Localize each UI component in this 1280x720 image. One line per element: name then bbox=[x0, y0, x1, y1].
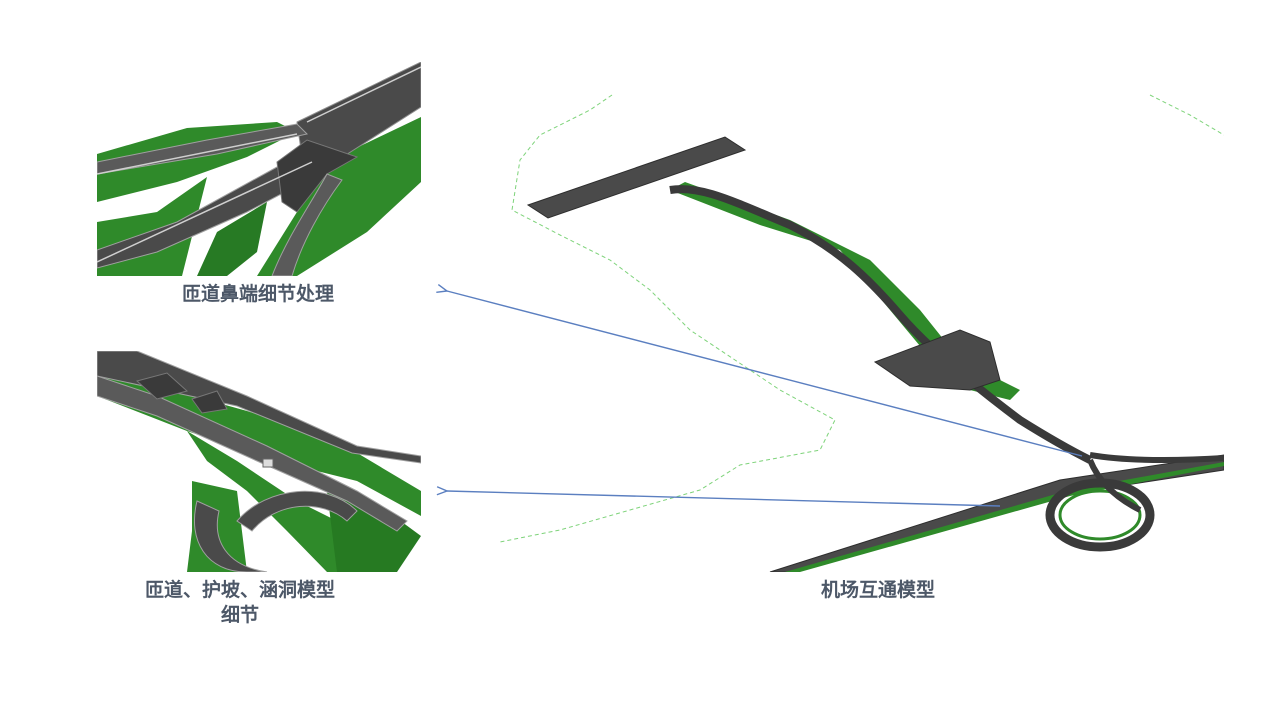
boundary-line-right bbox=[1149, 94, 1224, 136]
caption-ramp-nose: 匝道鼻端细节处理 bbox=[181, 283, 334, 305]
nose-triangle bbox=[191, 390, 228, 414]
edge-line bbox=[97, 161, 313, 263]
ramp-slope-culvert-render bbox=[97, 351, 421, 572]
ramp-upper-left bbox=[97, 123, 308, 175]
connector-road bbox=[669, 185, 1092, 464]
loop-ramp-left bbox=[193, 500, 268, 572]
loop-ramp bbox=[1045, 478, 1155, 552]
ramp-nose-detail-image bbox=[97, 62, 421, 276]
edge-line bbox=[97, 133, 298, 175]
expressway-slope bbox=[785, 462, 1224, 572]
airport-interchange-model-image bbox=[500, 90, 1224, 572]
ramp-curve-down bbox=[271, 173, 343, 276]
ramp-south bbox=[1087, 458, 1142, 513]
ramp-slope-culvert-detail-image bbox=[97, 351, 421, 572]
nose-triangle bbox=[135, 372, 189, 400]
culvert bbox=[262, 458, 274, 468]
edge-line bbox=[306, 66, 421, 123]
ramp-nose-render bbox=[97, 62, 421, 276]
loop-slope bbox=[1058, 489, 1142, 541]
caption-line-1: 匝道、护坡、涵洞模型 bbox=[144, 579, 335, 601]
caption-airport-interchange: 机场互通模型 bbox=[820, 579, 935, 601]
service-area-pad bbox=[873, 329, 1001, 391]
airport-interchange-render bbox=[500, 94, 1224, 572]
ramp-east bbox=[1089, 452, 1224, 464]
caption-line-2: 细节 bbox=[220, 604, 259, 626]
loop-ramp-right bbox=[236, 490, 358, 532]
airport-apron bbox=[526, 136, 747, 219]
caption-ramp-slope-culvert: 匝道、护坡、涵洞模型 细节 bbox=[110, 578, 370, 628]
mainline-lower bbox=[97, 375, 408, 532]
slope-mid bbox=[197, 202, 267, 276]
